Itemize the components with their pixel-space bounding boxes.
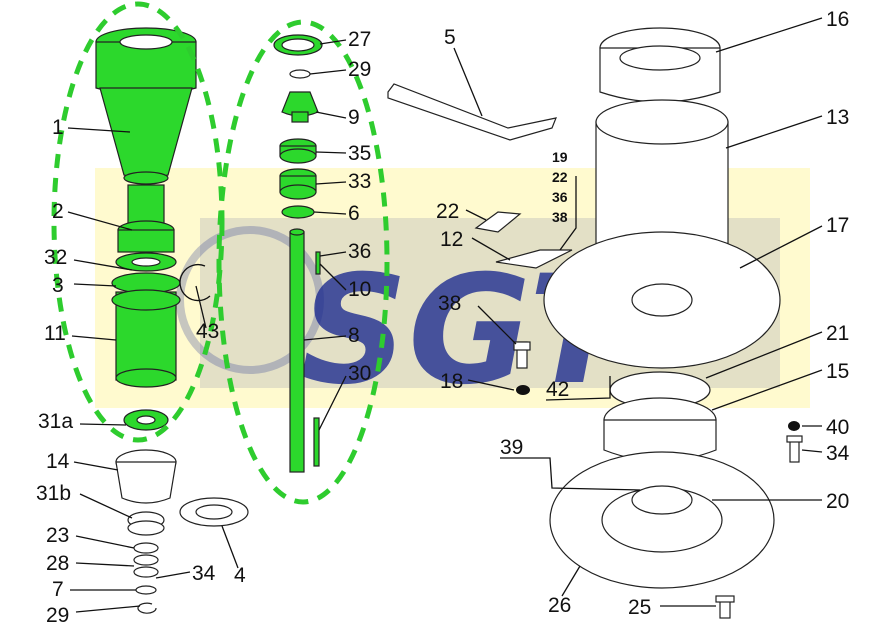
- callout-16: 16: [826, 8, 849, 31]
- callout-30: 30: [348, 362, 371, 385]
- callout-18: 18: [440, 370, 463, 393]
- callout-31b: 31b: [36, 482, 71, 505]
- callout-17: 17: [826, 214, 849, 237]
- part-31a-bearing: [123, 409, 169, 431]
- callout-38: 38: [438, 292, 461, 315]
- callout-2: 2: [52, 200, 64, 223]
- callout-10: 10: [348, 278, 371, 301]
- callout-32: 32: [44, 246, 67, 269]
- callout-7: 7: [52, 578, 64, 601]
- part-27-ring: [273, 34, 323, 56]
- callout-36: 36: [348, 240, 371, 263]
- callout-6: 6: [348, 202, 360, 225]
- part-12-blade-clip: [495, 249, 573, 269]
- stack-label-22: 22: [552, 169, 568, 185]
- callout-35: 35: [348, 142, 371, 165]
- part-25-bolt: [715, 595, 735, 619]
- part-34-bolt: [786, 435, 803, 463]
- callout-4: 4: [234, 564, 246, 587]
- callout-labels: 1 2 32 3 11 31a 14 31b 23 28 7 29 43 4 3…: [36, 8, 850, 627]
- callout-21: 21: [826, 322, 849, 345]
- callout-14: 14: [46, 450, 70, 473]
- stack-label-38: 38: [552, 209, 568, 225]
- callout-28: 28: [46, 552, 69, 575]
- callout-34-right: 34: [826, 442, 850, 465]
- callout-12: 12: [440, 228, 463, 251]
- callout-43: 43: [196, 320, 219, 343]
- part-30-key: [313, 417, 320, 467]
- small-rings-stack: [133, 542, 159, 614]
- callout-40: 40: [826, 416, 849, 439]
- part-4-flange: [179, 497, 249, 527]
- callout-15: 15: [826, 360, 849, 383]
- callout-39: 39: [500, 436, 523, 459]
- callout-5: 5: [444, 26, 456, 49]
- callout-20: 20: [826, 490, 849, 513]
- callout-34-left: 34: [192, 562, 216, 585]
- callout-42: 42: [546, 378, 569, 401]
- part-5-bracket: [387, 83, 557, 141]
- callout-13: 13: [826, 106, 849, 129]
- part-1-hub-housing: [95, 27, 197, 185]
- callout-29: 29: [348, 58, 371, 81]
- part-22-plate: [474, 211, 522, 233]
- callout-31a: 31a: [38, 410, 73, 433]
- part-20-skid-plate: [549, 451, 775, 589]
- callout-29-bottom: 29: [46, 604, 69, 627]
- callout-8: 8: [348, 324, 360, 347]
- leader-lines: [67, 17, 823, 613]
- part-38-bolt: [513, 341, 531, 369]
- callout-25: 25: [628, 596, 651, 619]
- part-8-shaft: [289, 228, 305, 473]
- callout-1: 1: [52, 116, 64, 139]
- part-15-hub: [603, 397, 717, 462]
- part-33-bearing: [279, 168, 317, 200]
- callout-26: 26: [548, 594, 571, 617]
- part-14-cap: [115, 449, 177, 504]
- part-17-disc: [543, 231, 781, 369]
- callout-23: 23: [46, 524, 69, 547]
- part-11-housing: [111, 289, 181, 388]
- part-16-top-cap: [599, 27, 721, 103]
- callout-11: 11: [44, 322, 66, 345]
- stack-label-19: 19: [552, 149, 568, 165]
- part-31b-bearing: [127, 511, 165, 536]
- callout-9: 9: [348, 106, 360, 129]
- part-2-sleeve: [117, 184, 175, 253]
- stack-label-36: 36: [552, 189, 568, 205]
- highlight-outline-middle: [216, 19, 390, 505]
- part-43-circlip: [179, 263, 211, 302]
- callout-27: 27: [348, 28, 371, 51]
- part-36-key: [315, 251, 321, 275]
- part-18-nut: [516, 385, 530, 395]
- callout-22: 22: [436, 200, 459, 223]
- part-32-bearing: [115, 252, 177, 272]
- callout-3: 3: [52, 274, 64, 297]
- part-29-snapring: [289, 69, 311, 79]
- part-9-bevel-gear: [281, 91, 319, 123]
- part-40-nut: [788, 421, 800, 431]
- callout-33: 33: [348, 170, 371, 193]
- part-35-bushing: [279, 138, 317, 164]
- part-6-spacer: [281, 205, 315, 219]
